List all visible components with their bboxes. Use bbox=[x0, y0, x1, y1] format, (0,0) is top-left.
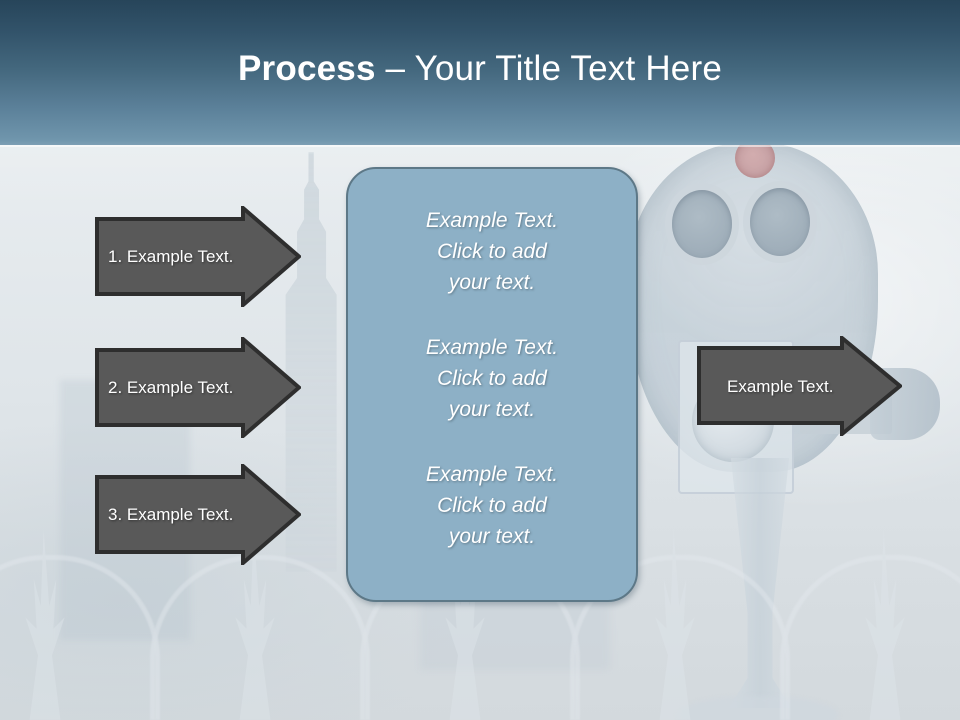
process-input-arrow-1[interactable]: 1. Example Text. bbox=[95, 206, 301, 307]
center-panel-block-3-line-3: your text. bbox=[448, 525, 536, 548]
right-arrow-icon bbox=[95, 337, 301, 438]
center-panel-block-2: Example Text. Click to add your text. bbox=[348, 332, 636, 425]
process-input-arrow-2[interactable]: 2. Example Text. bbox=[95, 337, 301, 438]
center-panel-block-2-line-2: Click to add bbox=[437, 367, 547, 390]
process-input-arrow-3-label: 3. Example Text. bbox=[108, 505, 234, 524]
right-arrow-icon bbox=[95, 464, 301, 565]
center-panel-block-1: Example Text. Click to add your text. bbox=[348, 205, 636, 298]
process-input-arrow-3[interactable]: 3. Example Text. bbox=[95, 464, 301, 565]
center-panel-block-3-line-2: Click to add bbox=[437, 494, 547, 517]
center-panel-block-1-line-2: Click to add bbox=[437, 240, 547, 263]
process-input-arrow-1-label: 1. Example Text. bbox=[108, 247, 234, 266]
center-panel-block-1-line-3: your text. bbox=[448, 271, 536, 294]
viewer-lens-right bbox=[750, 188, 810, 256]
slide-title-bold: Process bbox=[238, 49, 376, 88]
process-output-arrow[interactable]: Example Text. bbox=[697, 336, 902, 436]
center-panel-block-1-line-1: Example Text. bbox=[425, 209, 559, 232]
slide-title-rest: – Your Title Text Here bbox=[375, 49, 722, 88]
railing-arch bbox=[0, 555, 160, 720]
process-output-arrow-label: Example Text. bbox=[727, 376, 834, 396]
center-panel-block-3: Example Text. Click to add your text. bbox=[348, 459, 636, 552]
viewer-lens-left bbox=[672, 190, 732, 258]
right-arrow-icon bbox=[95, 206, 301, 307]
process-center-panel[interactable]: Example Text. Click to add your text. Ex… bbox=[346, 167, 638, 602]
slide-header-band: Process – Your Title Text Here bbox=[0, 0, 960, 145]
railing-arch bbox=[780, 555, 960, 720]
right-arrow-icon bbox=[697, 336, 902, 436]
center-panel-block-2-line-3: your text. bbox=[448, 398, 536, 421]
center-panel-block-3-line-1: Example Text. bbox=[425, 463, 559, 486]
process-input-arrow-2-label: 2. Example Text. bbox=[108, 378, 234, 397]
center-panel-block-2-line-1: Example Text. bbox=[425, 336, 559, 359]
slide-title: Process – Your Title Text Here bbox=[0, 48, 960, 90]
